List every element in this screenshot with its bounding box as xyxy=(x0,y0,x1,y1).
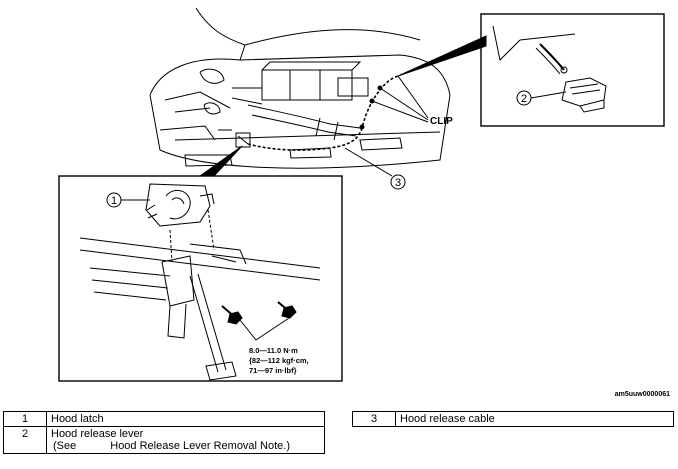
legend-note-text: Hood Release Lever Removal Note.) xyxy=(110,440,291,452)
legend-cell: Hood release lever (See Hood Release Leve… xyxy=(46,426,325,454)
figure-code: am5uuw0000061 xyxy=(615,391,670,398)
callout-3-circle xyxy=(390,174,406,190)
legend-note: (See Hood Release Lever Removal Note.) xyxy=(51,440,320,452)
release-lever-illustration xyxy=(492,25,607,113)
legend-row: 3 Hood release cable xyxy=(352,411,674,427)
callout-1-circle xyxy=(106,192,122,208)
legend-number: 2 xyxy=(3,426,47,454)
legend-note-prefix: (See xyxy=(53,440,77,452)
callout-3-label: 3 xyxy=(395,177,401,189)
callout-2-label: 2 xyxy=(521,93,527,105)
callout-2-circle xyxy=(516,90,532,106)
legend-label: Hood latch xyxy=(46,411,325,427)
callout-1-label: 1 xyxy=(111,195,117,207)
legend-row: 1 Hood latch xyxy=(3,411,325,427)
legend-row: 2 Hood release lever (See Hood Release Le… xyxy=(3,426,325,454)
detail-pointer-top xyxy=(397,35,487,77)
legend-number: 3 xyxy=(352,411,396,427)
hood-latch-inset xyxy=(58,175,343,382)
engine-bay-illustration xyxy=(149,7,451,177)
legend-number: 1 xyxy=(3,411,47,427)
release-lever-inset xyxy=(480,13,665,127)
torque-spec-line-1: 8.0—11.0 N·m xyxy=(249,346,298,355)
torque-spec-line-2: {82—112 kgf·cm, xyxy=(249,356,309,365)
hood-latch-illustration xyxy=(79,183,321,381)
legend-table-right: 3 Hood release cable xyxy=(352,411,674,427)
legend-label: Hood release lever xyxy=(51,428,144,440)
detail-pointer-bottom xyxy=(198,145,243,177)
legend-label: Hood release cable xyxy=(395,411,674,427)
torque-spec-line-3: 71—97 in·lbf} xyxy=(249,366,297,375)
clip-label: CLIP xyxy=(430,116,453,127)
